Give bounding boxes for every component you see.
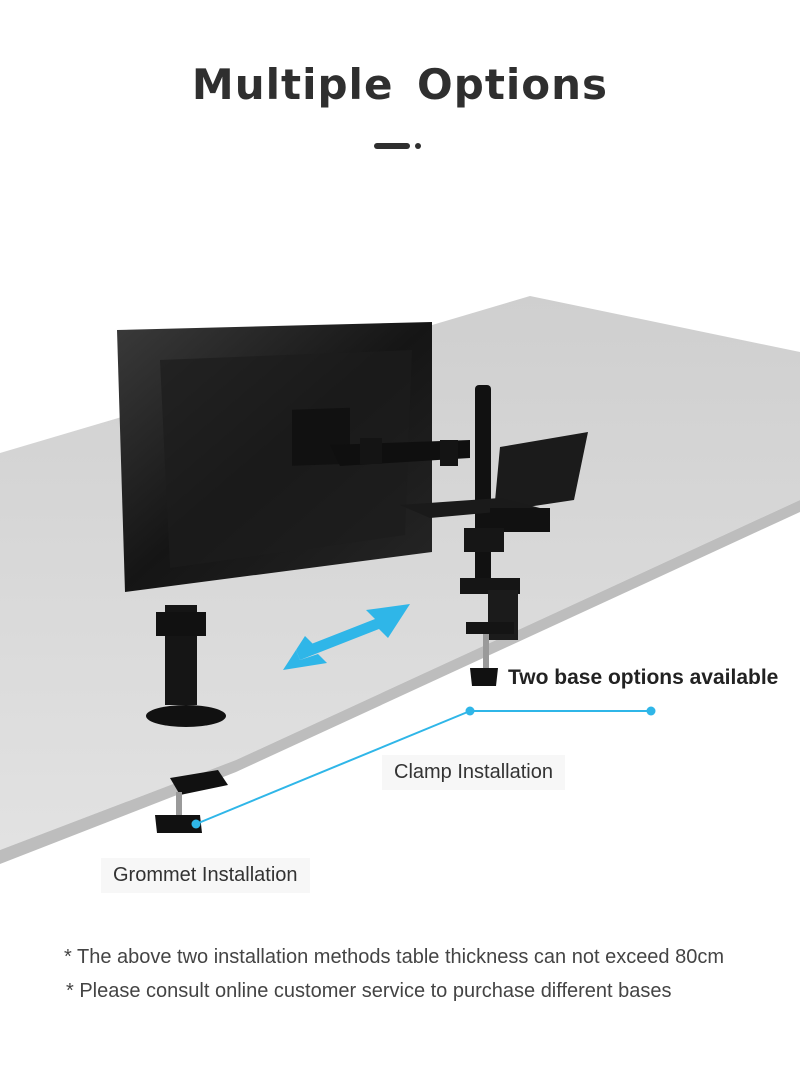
clamp-screw (483, 634, 489, 674)
laptop-tray (400, 498, 540, 518)
grommet-knob (155, 815, 202, 833)
monitor-bevel (160, 350, 412, 568)
callout-dot-end (646, 706, 656, 716)
grommet-collar (156, 612, 206, 636)
note-consult: * Please consult online customer service… (66, 980, 672, 1002)
page-title: Multiple Options (191, 60, 609, 109)
clamp-lower-plate (466, 622, 514, 634)
laptop-screen (494, 432, 588, 512)
desk-edge (0, 500, 800, 864)
double-arrow-icon (283, 604, 410, 670)
grommet-screw (176, 792, 182, 822)
arm-joint (360, 438, 382, 464)
grommet-plate (170, 770, 228, 795)
clamp-installation-label: Clamp Installation (382, 755, 565, 790)
callout-dot-start (465, 706, 475, 716)
callout-lines (195, 710, 651, 825)
underline-dot (415, 143, 421, 149)
mount-pole (475, 385, 491, 590)
grommet-installation-label: Grommet Installation (101, 858, 310, 893)
base-options-headline: Two base options available (508, 666, 779, 689)
tray-collar (464, 528, 504, 552)
arm-joint-2 (440, 440, 458, 466)
note-thickness: * The above two installation methods tab… (64, 946, 725, 968)
clamp-knob (470, 668, 498, 686)
underline-bar (374, 143, 410, 149)
callout-dot-grommet (191, 819, 201, 829)
title-underline (374, 142, 422, 150)
grommet-foot (146, 705, 226, 727)
